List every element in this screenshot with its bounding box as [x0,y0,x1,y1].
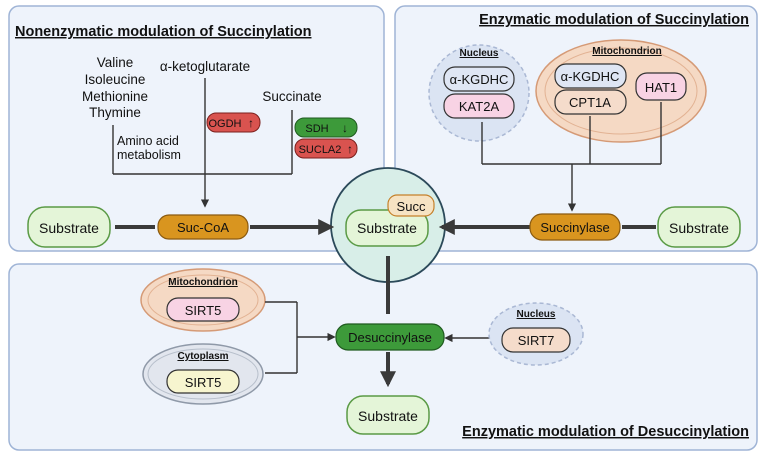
desucc-connectors [265,301,496,374]
amino-acid-valine: Valine [97,55,134,70]
cpt1a-label: CPT1A [569,95,611,110]
substrate-left: Substrate [27,206,111,248]
desuccinylation-title: Enzymatic modulation of Desuccinylation [462,424,749,440]
hat1-label: HAT1 [645,80,677,95]
up-arrow-icon: ↑ [248,116,254,130]
nonenzymatic-title: Nonenzymatic modulation of Succinylation [15,24,311,40]
suc-coa-label: Suc-CoA [177,220,229,235]
succinylase-node: Succinylase [529,213,621,241]
mitochondrion-label: Mitochondrion [592,46,661,57]
desuccinylase-label: Desuccinylase [348,330,432,345]
ogdh-label: OGDH [209,118,242,130]
succ-label: Succ [397,199,426,214]
mitochondrion-desucc: Mitochondrion SIRT5 [140,268,266,332]
ogdh-badge: OGDH ↑ [206,112,261,133]
main-arrows [115,219,656,388]
succinate-label: Succinate [262,89,321,104]
ketoglutarate-label: α-ketoglutarate [160,59,250,74]
panel-nonenzymatic [8,5,385,252]
amino-acid-thymine: Thymine [89,105,141,120]
akgdhc-label: α-KGDHC [450,72,509,87]
nonenzymatic-connectors [112,78,293,208]
substrate-label: Substrate [357,220,417,236]
nucleus-label: Nucleus [517,309,556,320]
sucla2-label: SUCLA2 [299,144,342,156]
nucleus-enzymatic: Nucleus α-KGDHC KAT2A [428,44,530,142]
mitochondrion-label: Mitochondrion [168,277,237,288]
aa-metabolism-line2: metabolism [117,148,181,162]
nucleus-desucc: Nucleus SIRT7 [488,302,584,366]
sdh-badge: SDH ↓ [294,117,358,138]
sucla2-badge: SUCLA2 ↑ [294,138,358,159]
aa-metabolism-line1: Amino acid [117,134,179,148]
akgdhc-label: α-KGDHC [561,69,620,84]
kat2a-label: KAT2A [459,99,500,114]
nucleus-label: Nucleus [460,48,499,59]
sirt5-label: SIRT5 [185,375,222,390]
suc-coa-node: Suc-CoA [157,214,249,240]
mitochondrion-enzymatic: Mitochondrion α-KGDHC CPT1A HAT1 [535,39,707,143]
substrate-bottom: Substrate [346,395,430,435]
succinylase-label: Succinylase [540,220,609,235]
succinylated-substrate: Substrate Succ [345,194,435,247]
sdh-label: SDH [305,123,328,135]
amino-acid-isoleucine: Isoleucine [85,72,146,87]
up-arrow-icon: ↑ [347,142,353,156]
substrate-right: Substrate [657,206,741,248]
substrate-label: Substrate [39,220,99,236]
cytoplasm-label: Cytoplasm [177,351,228,362]
enzymatic-connectors [481,102,662,212]
down-arrow-icon: ↓ [342,121,348,135]
sirt7-label: SIRT7 [518,333,555,348]
substrate-label: Substrate [358,408,418,424]
substrate-label: Substrate [669,220,729,236]
amino-acid-methionine: Methionine [82,89,148,104]
desuccinylase-node: Desuccinylase [335,323,445,351]
enzymatic-title: Enzymatic modulation of Succinylation [479,12,749,28]
cytoplasm-desucc: Cytoplasm SIRT5 [142,343,264,405]
sirt5-label: SIRT5 [185,303,222,318]
